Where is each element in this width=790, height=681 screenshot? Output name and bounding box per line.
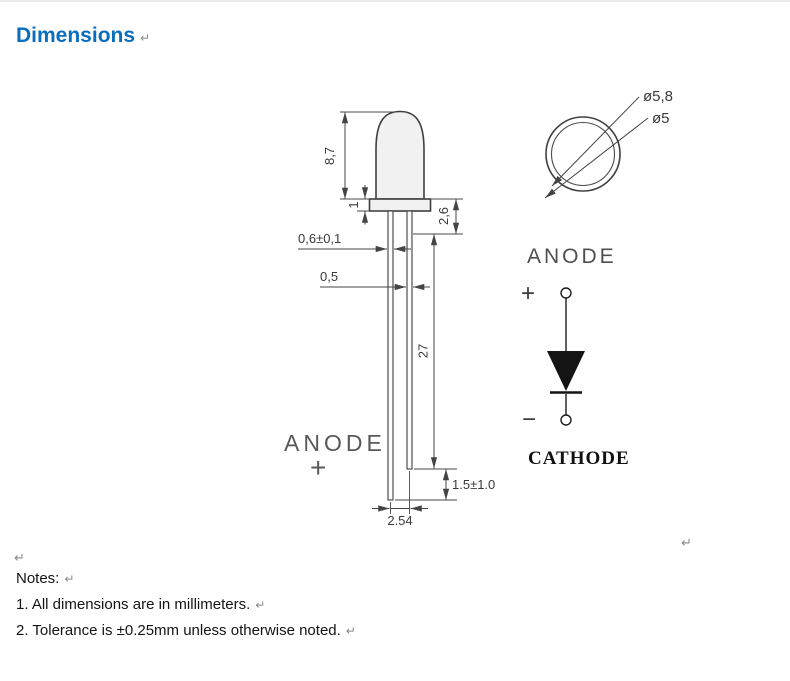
inner-diameter-circle [550, 121, 616, 187]
dim-lead-width-lower-label: 0,5 [320, 269, 338, 284]
dim-pitch-label: 2.54 [387, 513, 412, 528]
notes-section: Notes: ↵ 1. All dimensions are in millime… [16, 566, 356, 644]
led-dome [375, 110, 425, 200]
led-side-view [368, 110, 432, 501]
dim-base-label: 2,6 [436, 207, 451, 225]
anode-terminal-circle [560, 287, 572, 299]
note-line-1: 1. All dimensions are in millimeters. ↵ [16, 592, 356, 618]
dim-lead-width-upper-label: 0,6±0,1 [298, 231, 341, 246]
note-text: 2. Tolerance is ±0.25mm unless otherwise… [16, 622, 341, 639]
cathode-lead [406, 210, 413, 470]
page-title-text: Dimensions [16, 24, 136, 47]
dim-flange-label: 1 [346, 201, 361, 208]
side-view-anode-label: ANODE + [284, 430, 386, 483]
plus-sign: + [310, 452, 326, 483]
symbol-cathode-text: CATHODE [528, 448, 630, 469]
anode-text: ANODE [284, 430, 386, 456]
outer-diameter-circle [545, 116, 621, 192]
dimension-lines: 8,7 1 2,6 0,6±0,1 0,5 27 1.5±1.0 2. [298, 111, 495, 528]
return-mark-icon: ↵ [345, 624, 356, 638]
notes-heading-text: Notes: [16, 570, 60, 587]
anode-lead [387, 210, 394, 501]
cathode-terminal-circle [560, 414, 572, 426]
return-mark-icon: ↵ [140, 31, 151, 45]
symbol-anode-text: ANODE [527, 245, 617, 268]
dim-body-height-label: 8,7 [322, 147, 337, 165]
dim-inner-diameter-label: ø5 [652, 110, 670, 127]
diode-symbol: ANODE + − CATHODE [521, 245, 630, 469]
leader-line-inner [544, 117, 649, 199]
minus-sign: − [522, 406, 536, 433]
return-mark-icon: ↵ [255, 598, 266, 612]
diode-triangle [547, 351, 585, 391]
notes-heading: Notes: ↵ [16, 566, 356, 592]
dim-outer-diameter-label: ø5,8 [643, 88, 673, 105]
dim-lead-length-label: 27 [416, 344, 431, 358]
page-title: Dimensions ↵ [16, 24, 150, 48]
leader-line-outer [551, 96, 640, 187]
note-line-2: 2. Tolerance is ±0.25mm unless otherwise… [16, 618, 356, 644]
dim-tip-offset-label: 1.5±1.0 [452, 477, 495, 492]
return-mark-icon: ↵ [14, 551, 25, 566]
return-mark-icon: ↵ [64, 572, 75, 586]
led-flange [368, 198, 432, 212]
return-mark-icon: ↵ [681, 536, 692, 551]
led-top-view: ø5,8 ø5 [544, 88, 673, 199]
note-text: 1. All dimensions are in millimeters. [16, 596, 251, 613]
plus-sign: + [521, 280, 535, 307]
